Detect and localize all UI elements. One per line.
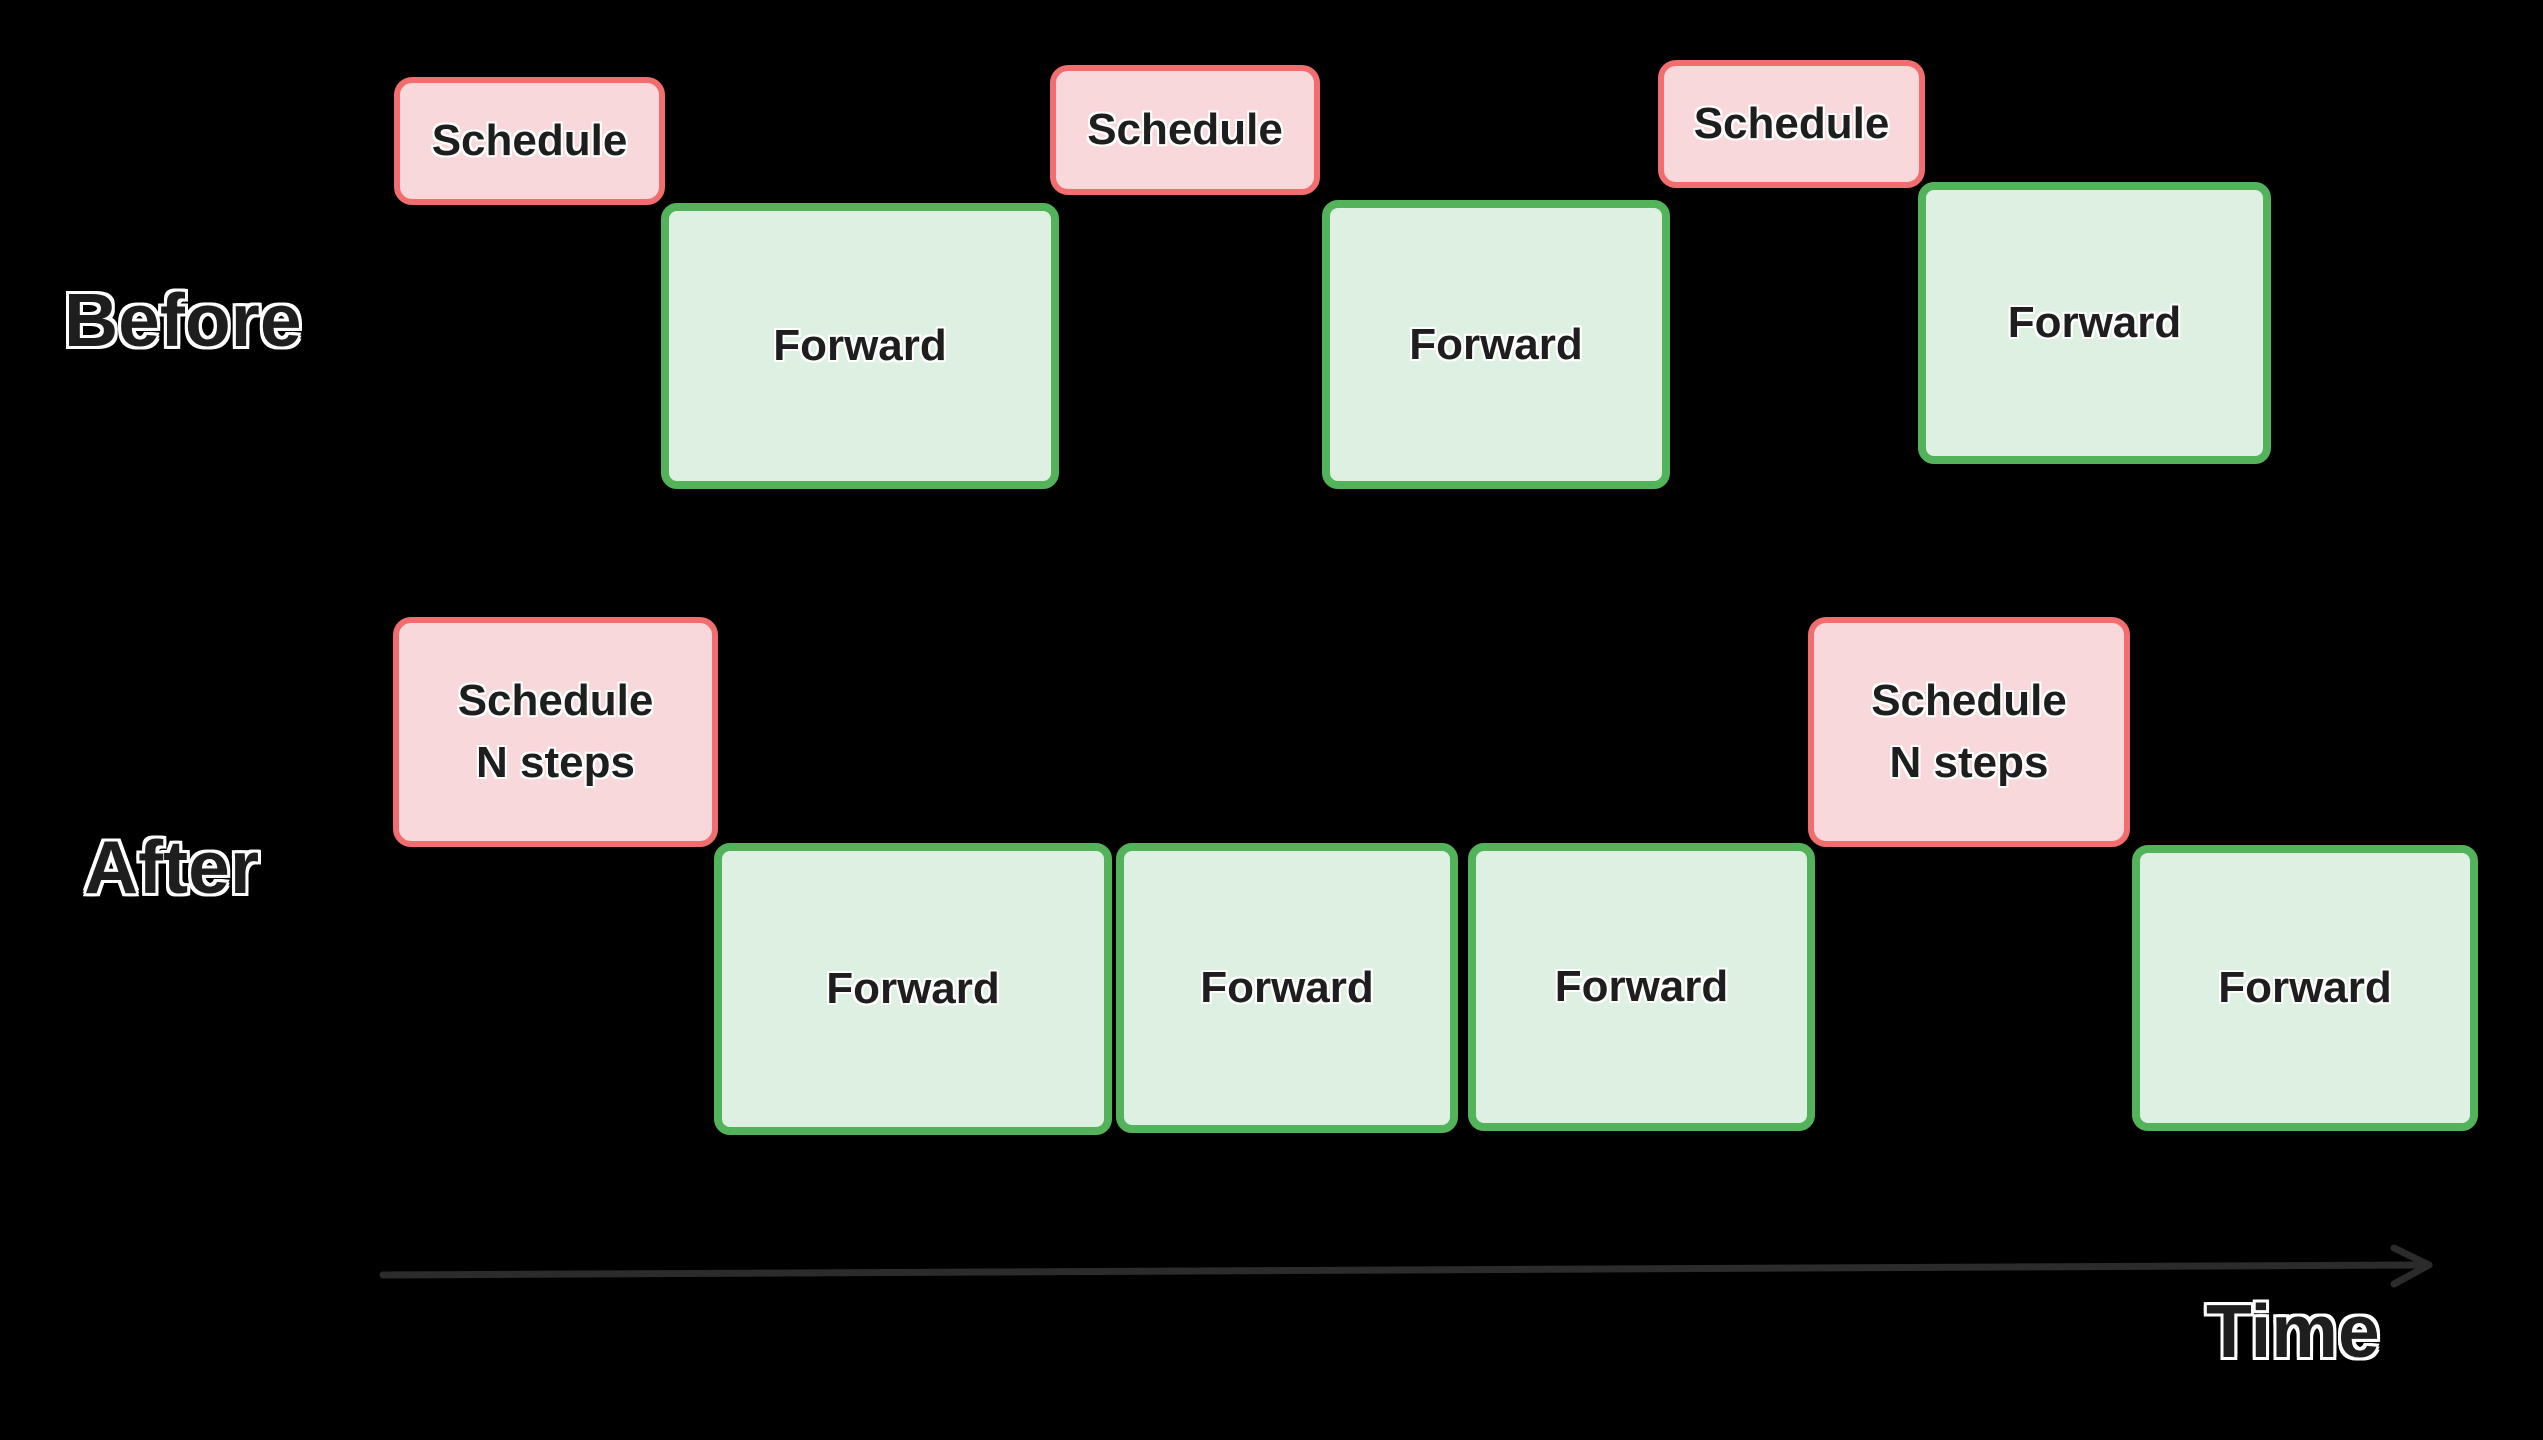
before-row-label: Before xyxy=(64,278,302,362)
time-axis-label: Time xyxy=(2206,1289,2380,1373)
schedule-n-steps-line2: N steps xyxy=(1889,738,2049,787)
schedule-box: Schedule xyxy=(1050,65,1320,195)
forward-box: Forward xyxy=(1322,200,1670,489)
forward-box: Forward xyxy=(714,843,1112,1135)
forward-box: Forward xyxy=(1918,182,2271,464)
forward-box: Forward xyxy=(2132,845,2478,1131)
forward-box: Forward xyxy=(1468,843,1815,1131)
schedule-n-steps-box: Schedule N steps xyxy=(393,617,718,847)
after-row-label: After xyxy=(84,825,260,909)
schedule-box: Schedule xyxy=(1658,60,1925,188)
schedule-box: Schedule xyxy=(394,77,665,205)
forward-box: Forward xyxy=(1116,843,1458,1133)
schedule-n-steps-line2: N steps xyxy=(476,738,635,787)
schedule-n-steps-line1: Schedule xyxy=(457,676,654,725)
forward-box: Forward xyxy=(661,203,1059,489)
schedule-n-steps-box: Schedule N steps xyxy=(1808,617,2130,847)
schedule-n-steps-line1: Schedule xyxy=(1871,676,2067,725)
